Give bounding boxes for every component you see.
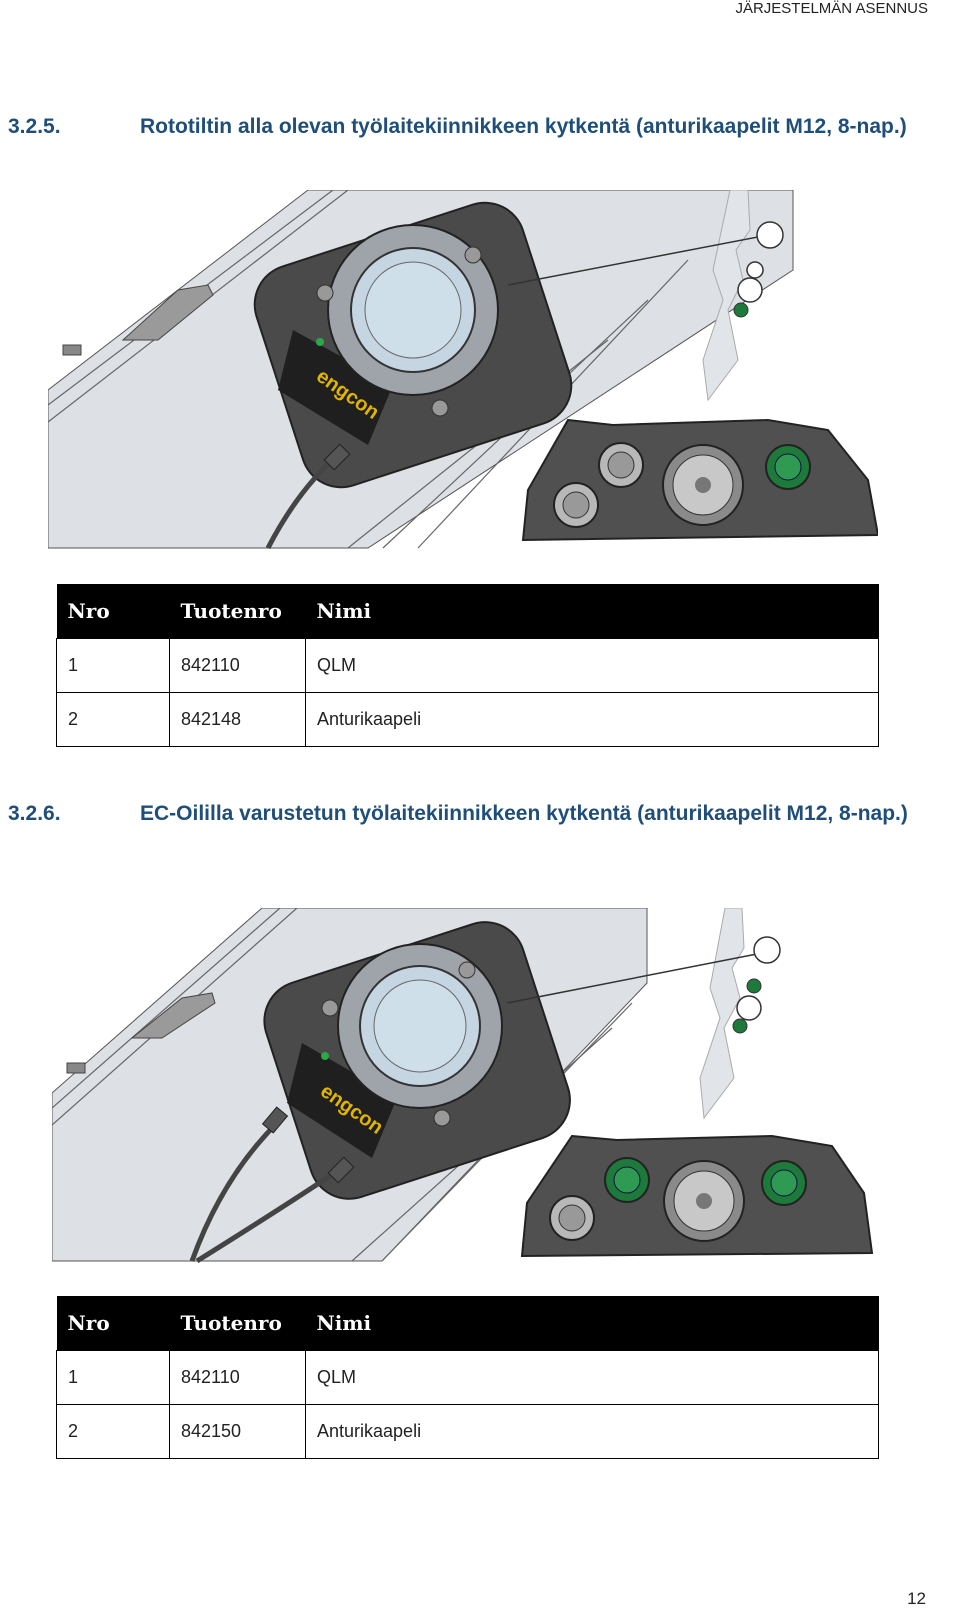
section-title: Rototiltin alla olevan työlaitekiinnikke… xyxy=(140,115,907,138)
section-number: 3.2.5. xyxy=(8,115,61,138)
table-row: 1 842110 QLM xyxy=(56,1349,879,1405)
header-nimi: Nimi xyxy=(305,584,879,638)
section-title: EC-Oililla varustetun työlaitekiinnikkee… xyxy=(140,802,908,825)
cell-nimi: QLM xyxy=(305,637,879,693)
header-nro: Nro xyxy=(56,1296,170,1350)
cell-nimi: Anturikaapeli xyxy=(305,691,879,747)
table-row: 1 842110 QLM xyxy=(56,637,879,693)
cell-nro: 1 xyxy=(56,1349,170,1405)
installation-illustration: engcon xyxy=(52,908,874,1263)
cell-nro: 2 xyxy=(56,1403,170,1459)
cell-tuotenro: 842148 xyxy=(169,691,306,747)
running-header: JÄRJESTELMÄN ASENNUS xyxy=(735,0,928,17)
table-header-row: Nro Tuotenro Nimi xyxy=(56,584,879,638)
section-heading-3-2-5: 3.2.5. Rototiltin alla olevan työlaitekii… xyxy=(8,112,938,141)
cell-nro: 1 xyxy=(56,637,170,693)
section-number: 3.2.6. xyxy=(8,802,61,825)
header-nro: Nro xyxy=(56,584,170,638)
page-number: 12 xyxy=(907,1589,926,1608)
header-tuotenro: Tuotenro xyxy=(169,584,306,638)
installation-illustration: engcon xyxy=(48,190,878,550)
cell-nimi: QLM xyxy=(305,1349,879,1405)
figure-ec-oil-install: engcon xyxy=(52,908,878,1263)
table-header-row: Nro Tuotenro Nimi xyxy=(56,1296,879,1350)
cell-tuotenro: 842110 xyxy=(169,1349,306,1405)
cell-nro: 2 xyxy=(56,691,170,747)
header-tuotenro: Tuotenro xyxy=(169,1296,306,1350)
parts-table-3-2-6: Nro Tuotenro Nimi 1 842110 QLM 2 842150 … xyxy=(56,1296,879,1459)
table-row: 2 842148 Anturikaapeli xyxy=(56,691,879,747)
cell-nimi: Anturikaapeli xyxy=(305,1403,879,1459)
parts-table-3-2-5: Nro Tuotenro Nimi 1 842110 QLM 2 842148 … xyxy=(56,584,879,747)
header-nimi: Nimi xyxy=(305,1296,879,1350)
figure-qlm-install: engcon xyxy=(48,190,878,550)
section-heading-3-2-6: 3.2.6. EC-Oililla varustetun työlaitekiin… xyxy=(8,799,938,828)
cell-tuotenro: 842110 xyxy=(169,637,306,693)
table-row: 2 842150 Anturikaapeli xyxy=(56,1403,879,1459)
cell-tuotenro: 842150 xyxy=(169,1403,306,1459)
